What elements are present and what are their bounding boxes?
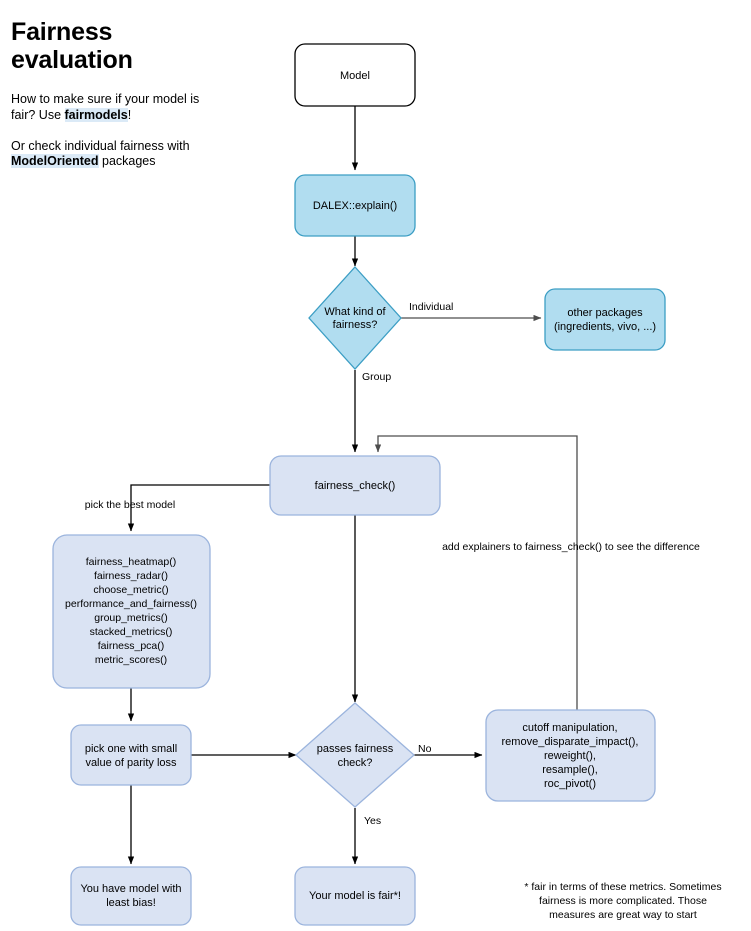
- mitigation-line-0: cutoff manipulation,: [522, 722, 617, 734]
- node-model-is-fair[interactable]: Your model is fair*!: [294, 866, 416, 926]
- edge-label-individual: Individual: [409, 301, 453, 313]
- node-least-bias-shape: [70, 866, 192, 926]
- edge-mitigation-loop-to-fairness-check: [374, 435, 578, 710]
- fairmodels-highlight: fairmodels: [64, 107, 128, 122]
- plot-function-3: performance_and_fairness(): [65, 598, 197, 610]
- edge-label-no: No: [418, 743, 432, 755]
- node-kind-of-fairness[interactable]: What kind of fairness?: [308, 266, 402, 370]
- plot-function-1: fairness_radar(): [94, 570, 168, 582]
- node-dalex-explain-label: DALEX::explain(): [313, 200, 397, 212]
- node-mitigation[interactable]: cutoff manipulation, remove_disparate_im…: [485, 709, 656, 802]
- node-least-bias-line2: least bias!: [106, 897, 156, 909]
- node-kind-of-fairness-shape: [308, 266, 402, 370]
- plot-function-5: stacked_metrics(): [90, 626, 173, 638]
- node-passes-fairness-check-shape: [295, 702, 415, 808]
- node-passes-fairness-check-line1: passes fairness: [317, 743, 394, 755]
- node-model-is-fair-label: Your model is fair*!: [309, 890, 401, 902]
- node-model-label: Model: [340, 70, 370, 82]
- mitigation-line-1: remove_disparate_impact(),: [502, 736, 639, 748]
- node-least-bias[interactable]: You have model with least bias!: [70, 866, 192, 926]
- node-other-packages-line2: (ingredients, vivo, ...): [554, 321, 656, 333]
- plot-function-0: fairness_heatmap(): [86, 556, 176, 568]
- node-pick-small-parity-line2: value of parity loss: [85, 757, 177, 769]
- node-model-shape: [294, 43, 416, 107]
- node-model-is-fair-shape: [294, 866, 416, 926]
- intro-p2-pre: Or check individual fairness with: [11, 138, 190, 153]
- edge-fairness-check-to-plot-functions: [127, 484, 270, 532]
- intro-p1-pre: How to make sure if your model is fair? …: [11, 92, 200, 122]
- node-pick-small-parity-shape: [70, 724, 192, 786]
- edge-label-yes: Yes: [364, 815, 381, 827]
- edge-label-group: Group: [362, 371, 391, 383]
- node-plot-functions[interactable]: fairness_heatmap() fairness_radar() choo…: [52, 534, 211, 689]
- node-pick-small-parity[interactable]: pick one with small value of parity loss: [70, 724, 192, 786]
- footnote-line-1: * fair in terms of these metrics. Someti…: [524, 881, 721, 893]
- plot-function-6: fairness_pca(): [98, 640, 165, 652]
- intro-block: Fairness evaluation How to make sure if …: [11, 18, 201, 170]
- node-model[interactable]: Model: [294, 43, 416, 107]
- node-fairness-check-shape: [269, 455, 441, 516]
- mitigation-line-4: roc_pivot(): [544, 778, 596, 790]
- page-title: Fairness evaluation: [11, 18, 133, 74]
- mitigation-line-3: resample(),: [542, 764, 598, 776]
- plot-function-2: choose_metric(): [93, 584, 168, 596]
- node-dalex-explain-shape: [294, 174, 416, 237]
- node-other-packages[interactable]: other packages (ingredients, vivo, ...): [544, 288, 666, 351]
- intro-paragraph-1: How to make sure if your model is fair? …: [11, 92, 201, 124]
- node-other-packages-shape: [544, 288, 666, 351]
- node-passes-fairness-check[interactable]: passes fairness check?: [295, 702, 415, 808]
- plot-function-4: group_metrics(): [94, 612, 168, 624]
- node-pick-small-parity-line1: pick one with small: [85, 743, 177, 755]
- node-least-bias-line1: You have model with: [80, 883, 181, 895]
- modeloriented-highlight: ModelOriented: [11, 154, 99, 169]
- node-plot-functions-shape: [52, 534, 211, 689]
- node-passes-fairness-check-line2: check?: [338, 757, 373, 769]
- mitigation-line-2: reweight(),: [544, 750, 596, 762]
- node-kind-of-fairness-line1: What kind of: [324, 306, 386, 318]
- footnote-line-3: measures are great way to start: [549, 909, 697, 921]
- node-other-packages-line1: other packages: [567, 307, 643, 319]
- node-fairness-check-label: fairness_check(): [315, 480, 396, 492]
- footnote-line-2: fairness is more complicated. Those: [539, 895, 707, 907]
- node-dalex-explain[interactable]: DALEX::explain(): [294, 174, 416, 237]
- node-kind-of-fairness-line2: fairness?: [333, 319, 378, 331]
- plot-function-7: metric_scores(): [95, 654, 167, 666]
- intro-p2-post: packages: [98, 154, 156, 169]
- node-fairness-check[interactable]: fairness_check(): [269, 455, 441, 516]
- footnote: * fair in terms of these metrics. Someti…: [524, 881, 721, 921]
- intro-p1-post: !: [127, 107, 132, 122]
- intro-paragraph-2: Or check individual fairness with ModelO…: [11, 139, 201, 171]
- edge-label-pick-best-model: pick the best model: [85, 499, 175, 511]
- edge-label-add-explainers: add explainers to fairness_check() to se…: [442, 541, 700, 553]
- node-mitigation-shape: [485, 709, 656, 802]
